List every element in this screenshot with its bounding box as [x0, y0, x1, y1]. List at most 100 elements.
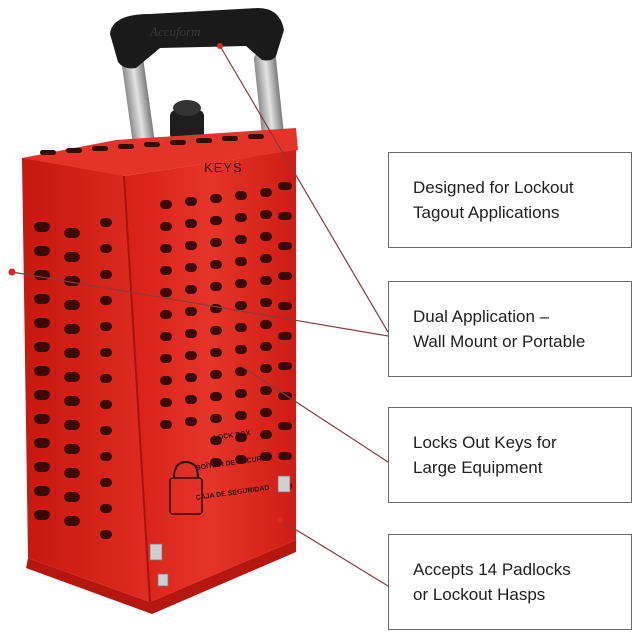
front-vent-hole: [160, 200, 172, 209]
top-vent-slot: [40, 150, 56, 155]
top-vent-slot: [170, 140, 186, 145]
side-vent-hole: [64, 252, 80, 262]
side-vent-hole: [34, 366, 50, 376]
leader-line-3: [237, 363, 389, 463]
front-vent-hole: [185, 285, 197, 294]
front-vent-hole: [260, 342, 272, 351]
side-vent-hole: [34, 222, 50, 232]
front-vent-hole: [160, 332, 172, 341]
side-vent-hole: [100, 322, 112, 331]
front-vent-hole: [210, 370, 222, 379]
top-vent-slot: [118, 144, 134, 149]
front-vent-hole: [235, 279, 247, 288]
front-vent-hole: [260, 298, 272, 307]
leader-line-4: [279, 519, 389, 587]
side-vent-hole: [64, 228, 80, 238]
front-vent-hole: [235, 433, 247, 442]
leader-dots: [8, 43, 283, 523]
side-vent-hole: [64, 372, 80, 382]
front-vent-hole: [185, 241, 197, 250]
handle-post-left: [121, 51, 157, 165]
side-vent-hole: [34, 294, 50, 304]
front-vent-hole: [210, 392, 222, 401]
front-vent-hole: [235, 367, 247, 376]
callout-text: Locks Out Keys for Large Equipment: [413, 433, 557, 477]
front-vent-hole: [160, 310, 172, 319]
front-vent-hole: [185, 417, 197, 426]
side-vent-hole: [34, 318, 50, 328]
side-vent-hole: [34, 342, 50, 352]
side-vent-hole: [34, 462, 50, 472]
side-vent-hole: [100, 426, 112, 435]
side-vent-hole: [64, 468, 80, 478]
front-vent-hole: [260, 430, 272, 439]
front-vent-hole: [185, 219, 197, 228]
side-vent-hole: [100, 270, 112, 279]
callout-lockout-tagout: Designed for Lockout Tagout Applications: [388, 152, 632, 248]
front-vent-hole: [260, 320, 272, 329]
front-vent-hole: [210, 326, 222, 335]
front-vent-hole: [260, 408, 272, 417]
front-vent-hole: [185, 197, 197, 206]
front-vent-hole: [210, 304, 222, 313]
front-vent-hole: [210, 238, 222, 247]
front-vent-hole: [235, 235, 247, 244]
side-vent-hole: [34, 438, 50, 448]
side-vent-hole: [100, 400, 112, 409]
front-vent-hole: [260, 386, 272, 395]
front-vent-hole: [235, 191, 247, 200]
keys-label: KEYS: [204, 160, 243, 175]
padlock-icon: [169, 460, 203, 515]
top-vent-slot: [66, 148, 82, 153]
top-vent-slot: [222, 136, 238, 141]
front-vent-hole: [260, 452, 272, 461]
top-vent-slot: [92, 146, 108, 151]
front-vent-hole: [235, 455, 247, 464]
side-vent-hole: [100, 478, 112, 487]
box-bottom-lip: [26, 540, 296, 614]
side-vent-hole: [34, 246, 50, 256]
side-vent-hole: [100, 348, 112, 357]
front-vent-hole: [278, 272, 292, 280]
side-vent-hole: [64, 492, 80, 502]
front-vent-hole: [260, 232, 272, 241]
side-vent-hole: [34, 414, 50, 424]
front-vent-hole: [185, 373, 197, 382]
side-vent-hole: [100, 504, 112, 513]
hinge-plate-bottom: [149, 543, 163, 561]
callout-text: Designed for Lockout Tagout Applications: [413, 178, 574, 222]
box-front: [124, 150, 296, 602]
front-vent-hole: [235, 323, 247, 332]
front-vent-hole: [235, 345, 247, 354]
side-vent-hole: [64, 300, 80, 310]
side-vent-hole: [64, 324, 80, 334]
hinge-plate-top: [277, 475, 291, 493]
front-vent-hole: [260, 276, 272, 285]
side-vent-hole: [100, 452, 112, 461]
front-vent-hole: [278, 452, 292, 460]
front-vent-hole: [185, 329, 197, 338]
leader-line-2: [11, 271, 389, 337]
callout-text: Dual Application – Wall Mount or Portabl…: [413, 307, 586, 351]
callout-dual-application: Dual Application – Wall Mount or Portabl…: [388, 281, 632, 377]
side-vent-holes: [34, 218, 112, 539]
front-vent-hole: [260, 254, 272, 263]
top-vents: [40, 134, 264, 155]
front-vent-hole: [210, 414, 222, 423]
side-vent-hole: [34, 390, 50, 400]
front-vent-hole: [185, 307, 197, 316]
front-vent-hole: [278, 302, 292, 310]
side-vent-hole: [100, 530, 112, 539]
side-vent-hole: [34, 486, 50, 496]
leader-lines: [11, 45, 389, 587]
front-vent-hole: [260, 210, 272, 219]
front-vent-hole: [278, 212, 292, 220]
front-vent-hole: [235, 213, 247, 222]
front-vent-hole: [160, 266, 172, 275]
front-vent-hole: [278, 362, 292, 370]
front-vent-hole: [235, 301, 247, 310]
side-vent-hole: [64, 396, 80, 406]
front-vent-holes: [160, 182, 292, 490]
front-vent-hole: [210, 348, 222, 357]
